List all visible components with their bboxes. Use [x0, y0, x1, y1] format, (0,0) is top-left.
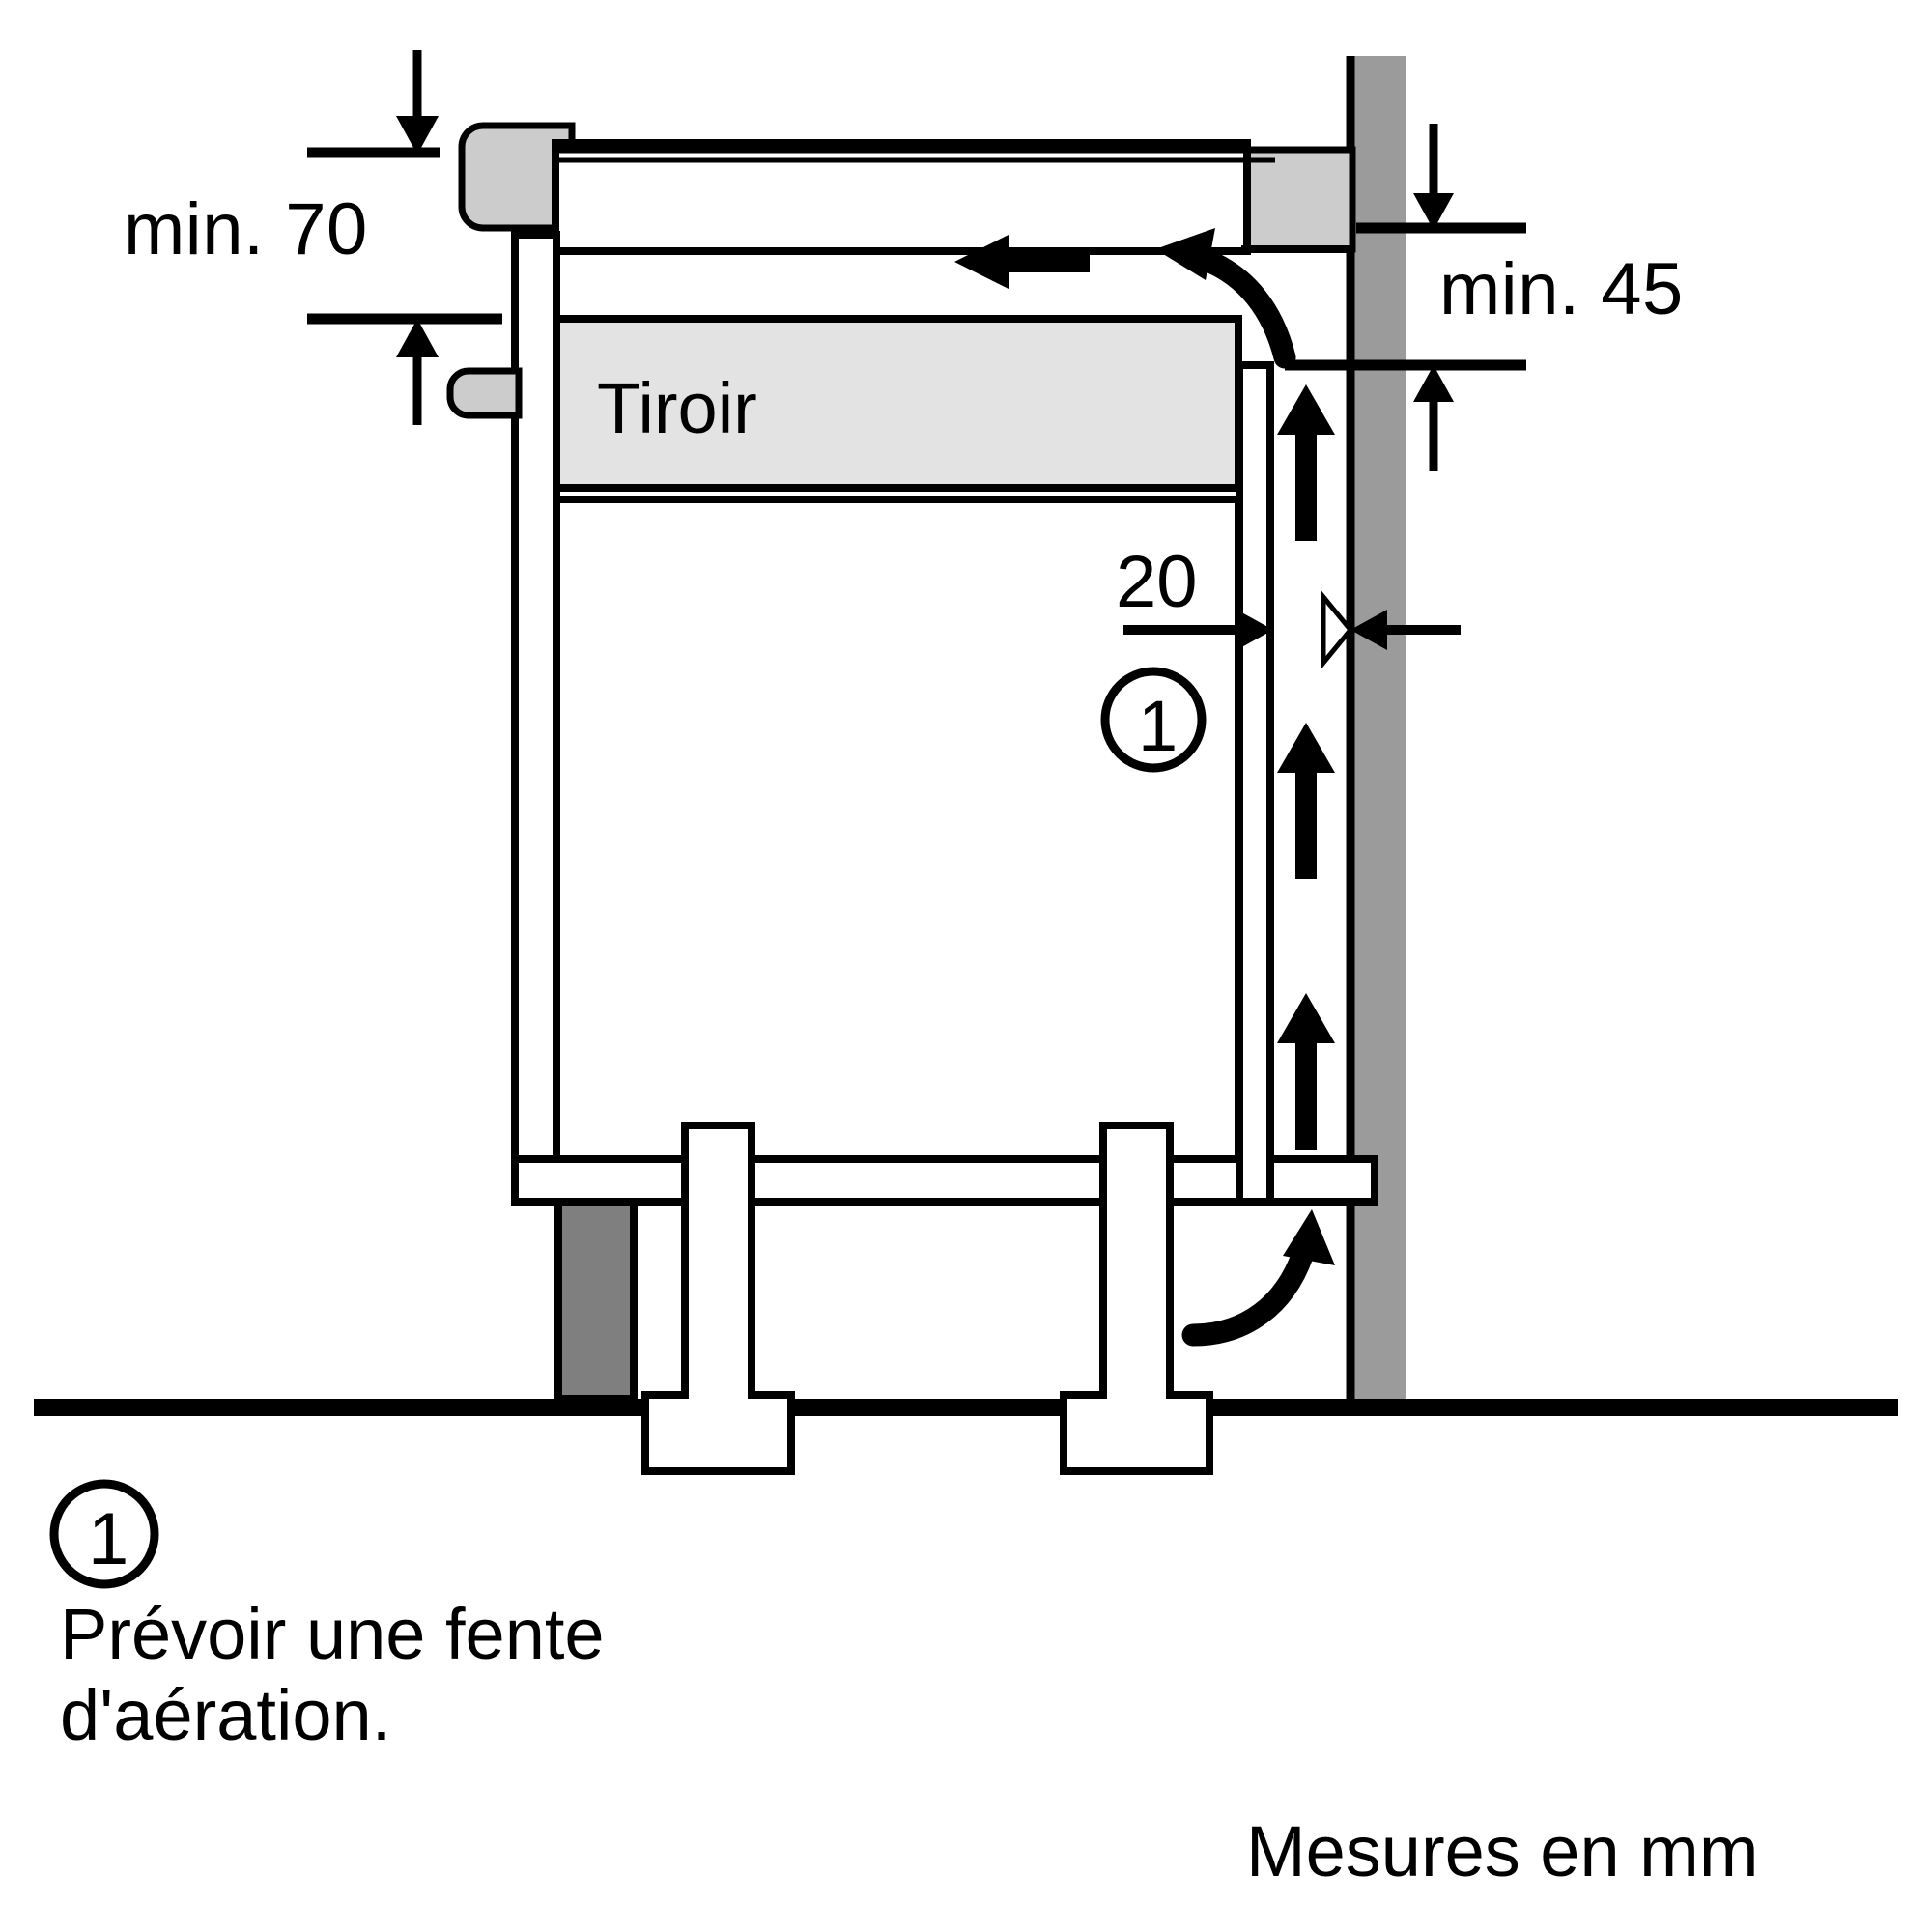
legend-marker-1 — [49, 1479, 159, 1589]
appliance-cavity — [511, 496, 1378, 1206]
dimension-label-min-45: min. 45 — [1439, 248, 1684, 330]
airflow-curved-arrow-bottom — [1181, 1209, 1335, 1347]
worktop — [458, 122, 1356, 255]
units-note: Mesures en mm — [1246, 1811, 1759, 1891]
plinth — [554, 1198, 638, 1403]
legend-marker-1-number: 1 — [88, 1498, 129, 1580]
legend-text: Prévoir une fente d'aération. — [60, 1594, 605, 1756]
dimension-20 — [1123, 590, 1461, 669]
airflow-arrow-up — [1277, 723, 1335, 879]
airflow-arrow-up — [1277, 384, 1335, 541]
dimension-label-20: 20 — [1116, 541, 1198, 623]
floor-line — [34, 1399, 1898, 1416]
adjustable-leg — [1060, 1122, 1213, 1475]
callout-marker-1-number: 1 — [1138, 686, 1179, 766]
adjustable-leg — [641, 1122, 795, 1475]
airflow-arrow-left — [954, 235, 1090, 289]
callout-marker-1 — [1100, 667, 1207, 773]
dimension-min-70 — [307, 50, 502, 425]
drawer-label: Tiroir — [597, 368, 757, 448]
airflow-arrow-up — [1277, 993, 1335, 1150]
ventilation-slot — [1236, 361, 1274, 1206]
cabinet-left-panel — [446, 231, 560, 1206]
dimension-label-min-70: min. 70 — [124, 188, 368, 270]
wall — [1346, 56, 1406, 1413]
dimension-min-45 — [1285, 124, 1526, 471]
airflow-curved-arrow-top — [1155, 228, 1296, 369]
